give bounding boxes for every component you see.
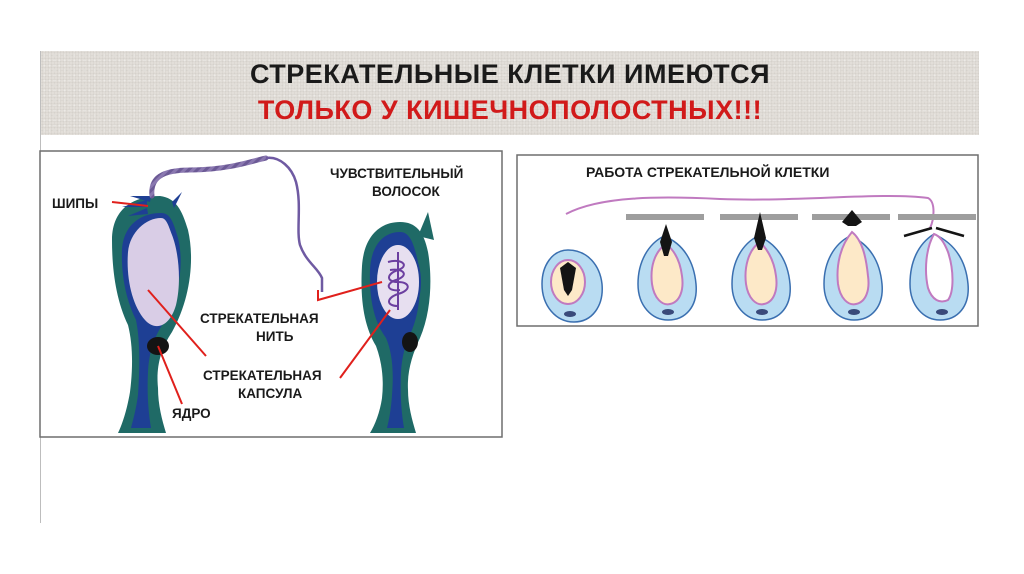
label-sensory-hair-1: ЧУВСТВИТЕЛЬНЫЙ xyxy=(330,166,463,181)
label-spines: ШИПЫ xyxy=(52,196,98,211)
thread-long xyxy=(265,156,324,292)
label-capsule-2: КАПСУЛА xyxy=(238,386,302,401)
label-thread-2: НИТЬ xyxy=(256,329,294,344)
stage-3 xyxy=(720,212,798,321)
title-line-2: ТОЛЬКО У КИШЕЧНОПОЛОСТНЫХ!!! xyxy=(257,95,763,125)
stage-2 xyxy=(626,214,704,321)
cnidocyte-right xyxy=(361,212,434,433)
capsule-left xyxy=(127,218,179,327)
title-line-1: СТРЕКАТЕЛЬНЫЕ КЛЕТКИ ИМЕЮТСЯ xyxy=(249,59,771,89)
stage-1 xyxy=(541,249,603,323)
stage-4 xyxy=(812,210,890,321)
discharged-thread xyxy=(565,195,935,229)
label-sensory-hair-2: ВОЛОСОК xyxy=(372,184,440,199)
label-capsule-1: СТРЕКАТЕЛЬНАЯ xyxy=(203,368,322,383)
nucleus-right xyxy=(402,332,418,352)
coiled-thread xyxy=(387,252,409,310)
title-banner: СТРЕКАТЕЛЬНЫЕ КЛЕТКИ ИМЕЮТСЯ ТОЛЬКО У КИ… xyxy=(41,51,979,135)
cnidocyte-left xyxy=(112,155,324,433)
stage-5 xyxy=(898,214,976,321)
left-figure: ШИПЫ ЧУВСТВИТЕЛЬНЫЙ ВОЛОСОК СТРЕКАТЕЛЬНА… xyxy=(39,150,503,438)
pointer-lines xyxy=(111,201,391,405)
right-figure: РАБОТА СТРЕКАТЕЛЬНОЙ КЛЕТКИ xyxy=(516,154,979,327)
label-nucleus: ЯДРО xyxy=(172,406,211,421)
sensory-hair xyxy=(418,212,434,240)
right-figure-title: РАБОТА СТРЕКАТЕЛЬНОЙ КЛЕТКИ xyxy=(586,163,829,180)
thread-left xyxy=(149,155,269,199)
label-thread-1: СТРЕКАТЕЛЬНАЯ xyxy=(200,311,319,326)
